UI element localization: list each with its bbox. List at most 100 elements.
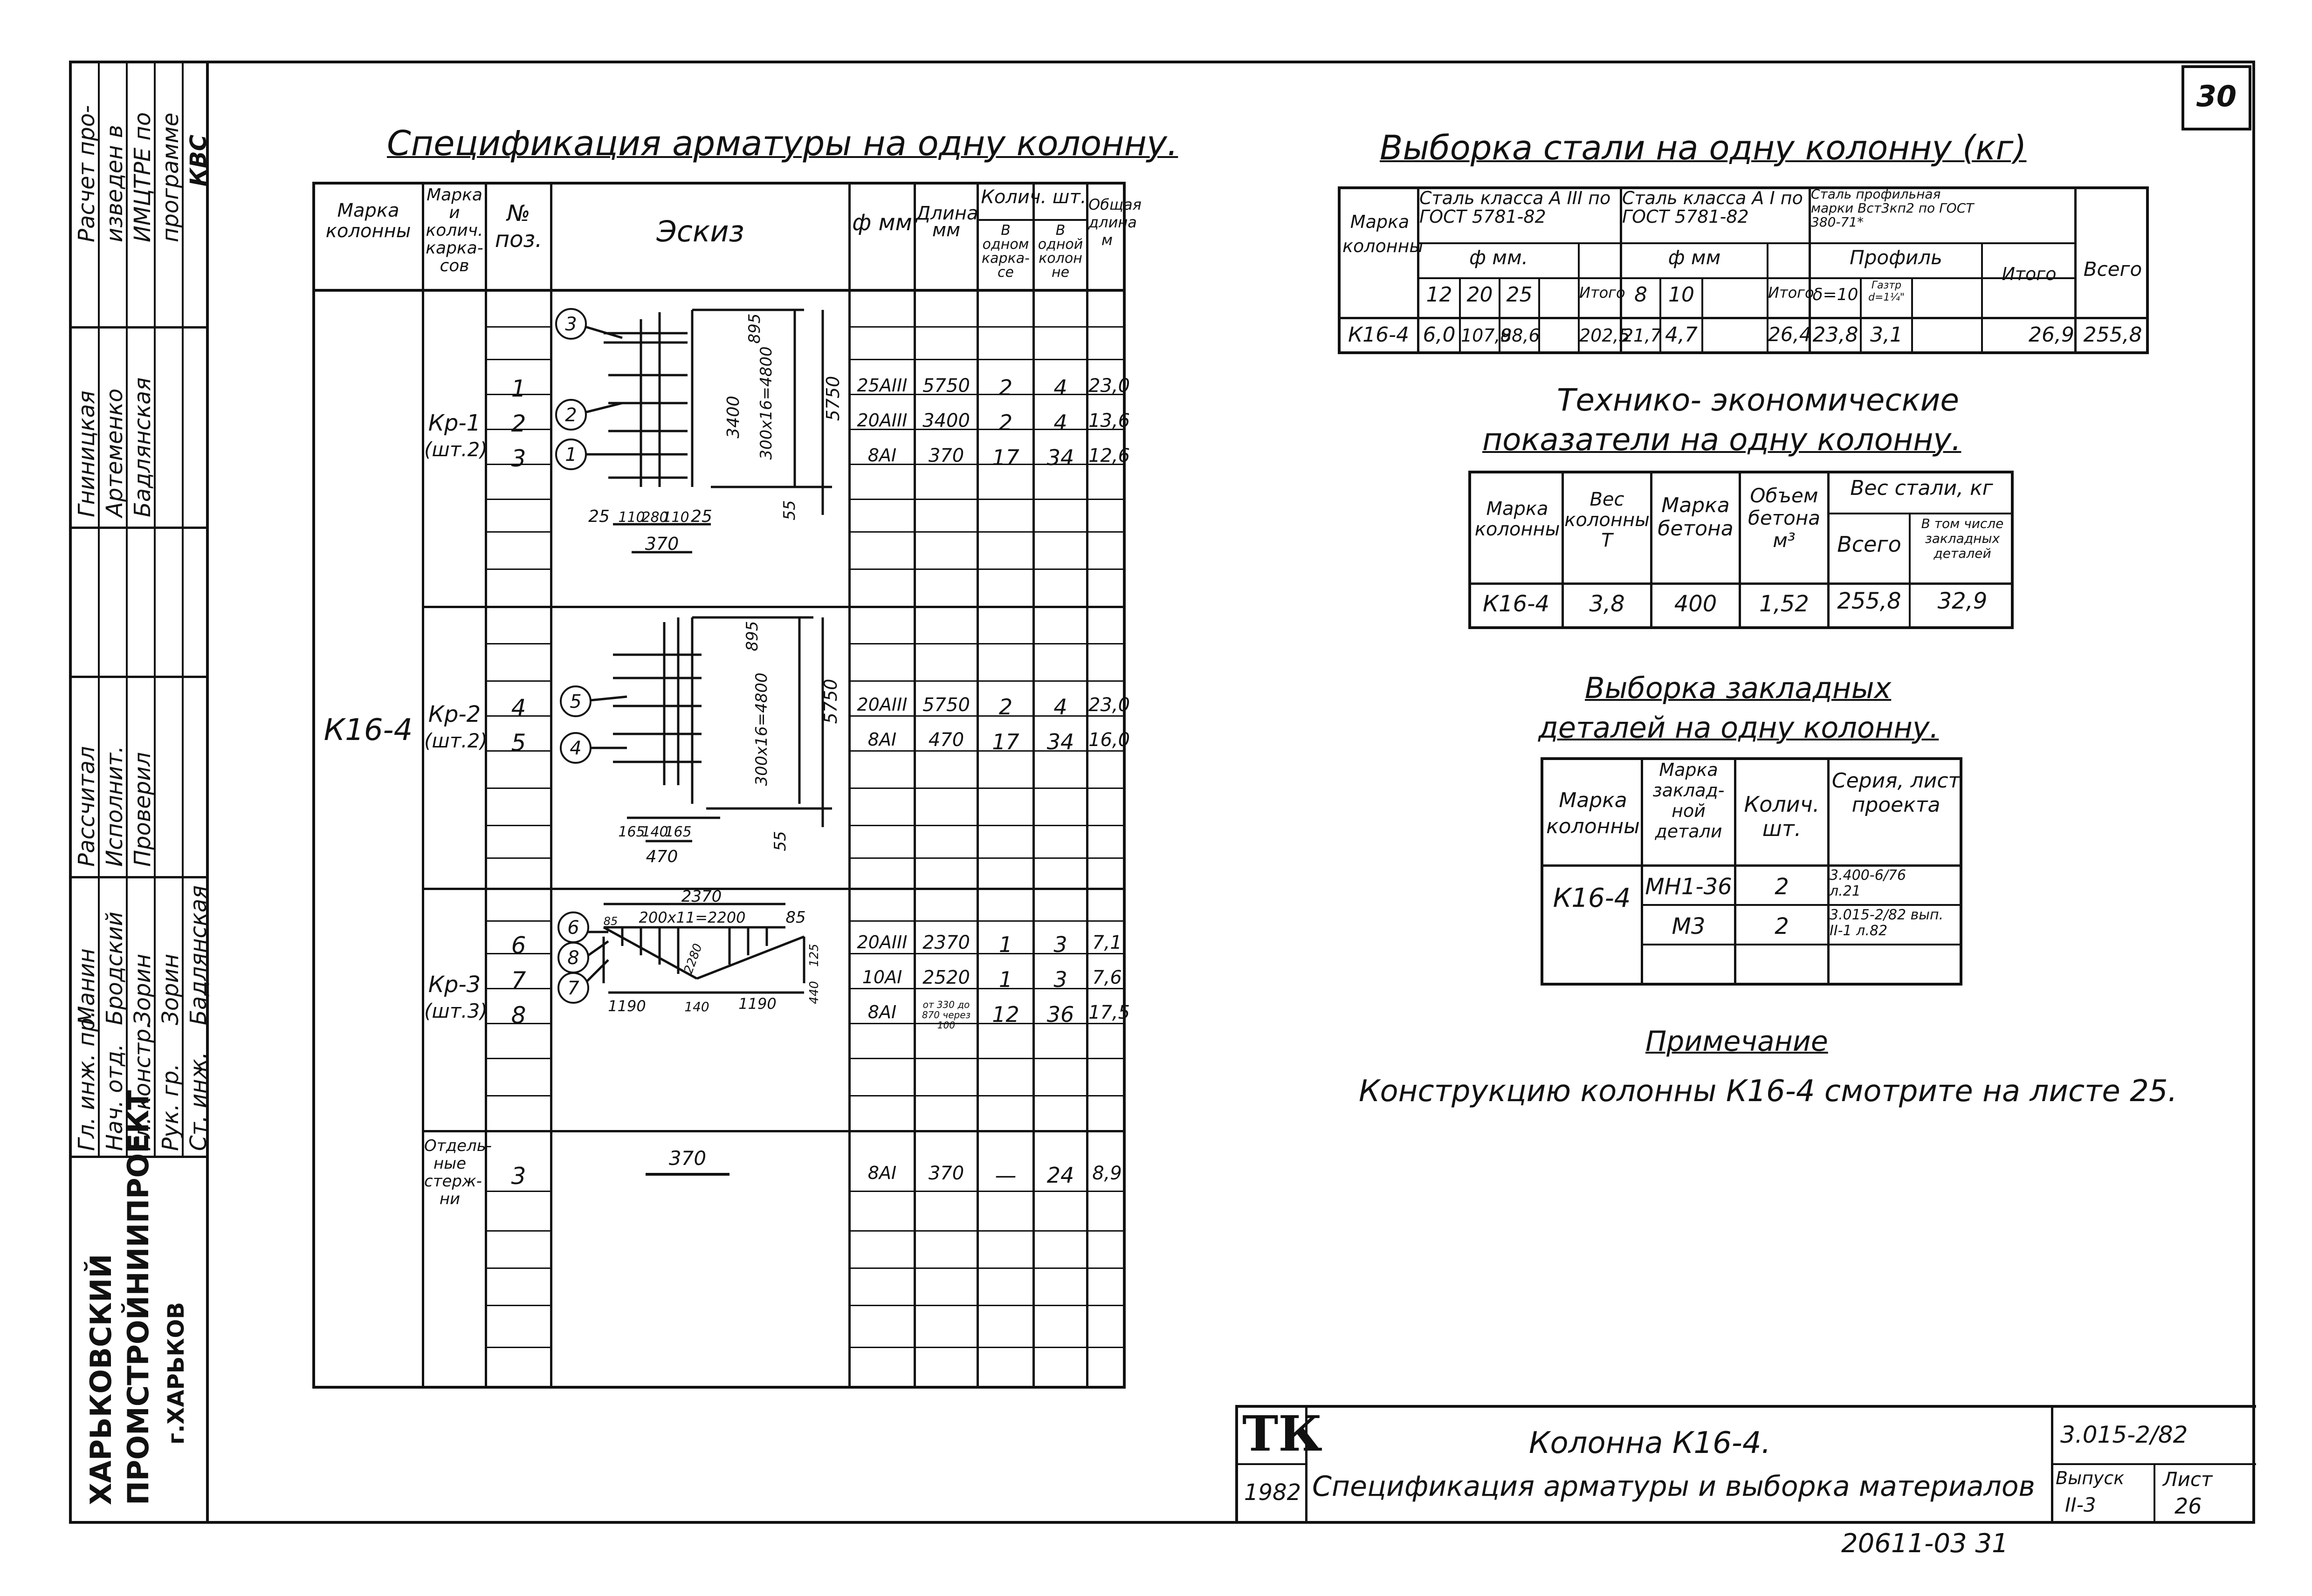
spec-row-line <box>485 1347 550 1348</box>
kr3-d5: 2280 <box>681 942 705 975</box>
spec-cell-a: 1 <box>998 967 1013 992</box>
steel-row-it3: 26,9 <box>2029 323 2074 347</box>
spec-row-line <box>848 1058 1126 1059</box>
spec-cell-b: 4 <box>1053 375 1067 400</box>
stamp-role-5: Ст. инж. <box>186 1051 212 1151</box>
spec-cell-b: 4 <box>1053 694 1067 719</box>
kr2-d1: 895 <box>743 621 762 651</box>
spec-cell-phi: 10АI <box>862 967 902 987</box>
spec-row-line <box>848 569 1126 570</box>
spec-row-line <box>485 1191 550 1192</box>
steel-row-it2: 26,4 <box>1768 323 1812 346</box>
spec-row-line <box>848 1267 1126 1269</box>
tech-h-volume: Объем бетона м³ <box>1748 484 1821 552</box>
spec-row-line <box>485 920 550 922</box>
spec-cell-total: 8,9 <box>1092 1163 1122 1184</box>
spec-cell-len: 370 <box>928 1163 964 1184</box>
spec-row-line <box>485 680 550 682</box>
spec-row-line <box>485 715 550 717</box>
spec-row-line <box>485 531 550 533</box>
steel-row-pd10: 23,8 <box>1812 323 1858 347</box>
tech-title-1: Технико- экономические <box>1557 382 1959 418</box>
titleblock-name1: Колонна К16-4. <box>1529 1426 1771 1460</box>
spec-cell-len: 5750 <box>922 694 970 716</box>
spec-cell-total: 13,6 <box>1088 410 1130 432</box>
titleblock-sheet-label: Лист <box>2163 1468 2213 1491</box>
steel-h-vsego: Всего <box>2083 258 2142 281</box>
spec-cell-a: 17 <box>992 445 1019 470</box>
spec-cell-poz: 2 <box>511 410 526 437</box>
spec-cell-poz: 4 <box>511 694 526 721</box>
kr2-d6: 140 <box>641 824 668 840</box>
tech-row-volume: 1,52 <box>1759 591 1809 617</box>
stamp-role-1: Гл. инж. пр. <box>74 1010 100 1151</box>
steel-h-itogo3: Итого <box>2002 264 2057 284</box>
steel-h-g1: Сталь класса А III по ГОСТ 5781-82 <box>1419 188 1611 227</box>
spec-row-line <box>848 1095 1126 1096</box>
stamp-note-2: изведен в <box>102 124 128 242</box>
kr3-d1: 2370 <box>681 890 722 906</box>
spec-cell-b: 4 <box>1053 410 1067 435</box>
spec-row-line <box>848 1023 1126 1024</box>
spec-h-qty-a: В одном карка- се <box>982 222 1030 281</box>
kr2-d5: 165 <box>618 824 645 840</box>
spec-row-line <box>848 643 1126 644</box>
tk-logo: ТК <box>1242 1405 1322 1462</box>
spec-row-line <box>848 1347 1126 1348</box>
steel-h-profil: Профиль <box>1850 246 1942 269</box>
sketch-kr2: 5 4 895 300x16=4800 5750 55 165 140 165 … <box>560 616 841 866</box>
stamp-role2-3-name: Бадлянская <box>130 377 156 517</box>
steel-h-25: 25 <box>1506 283 1533 307</box>
spec-cell-len: 470 <box>928 729 964 751</box>
spec-cell-len: от 330 до 870 через 100 <box>922 999 971 1031</box>
spec-h-phi: ф мм <box>852 210 912 236</box>
steel-h-mark: Марка колонны <box>1342 212 1424 256</box>
spec-row-line <box>848 326 1126 328</box>
tech-row-all: 255,8 <box>1837 588 1901 614</box>
spec-row-line <box>485 464 550 465</box>
kr1-d11: 370 <box>645 534 679 554</box>
steel-row-v20: 107,9 <box>1461 325 1512 346</box>
spec-cell-b: 34 <box>1046 729 1074 754</box>
spec-row-line <box>848 1305 1126 1306</box>
spec-h-qty: Колич. шт. <box>981 186 1087 208</box>
note-text: Конструкцию колонны К16-4 смотрите на ли… <box>1359 1074 2177 1109</box>
spec-cell-poz: 8 <box>511 1002 526 1029</box>
kr3-d7: 440 <box>807 981 821 1004</box>
titleblock-year: 1982 <box>1244 1480 1301 1506</box>
spec-row-line <box>848 750 1126 752</box>
spec-row-line <box>848 429 1126 430</box>
spec-group-kr3-mark: Кр-3 <box>428 972 481 998</box>
steel-h-g3: Сталь профильная марки Вст3кп2 по ГОСТ 3… <box>1811 186 1974 230</box>
spec-row-line <box>485 499 550 500</box>
spec-cell-a: 2 <box>998 375 1013 400</box>
steel-row-it1: 202,5 <box>1579 325 1630 346</box>
titleblock-issue-label: Выпуск <box>2056 1468 2125 1488</box>
sheet-number-box <box>2181 65 2251 130</box>
spec-h-karkas: Марка и колич. карка- сов <box>426 185 483 275</box>
spec-cell-a: 2 <box>998 410 1013 435</box>
spec-cell-a: — <box>995 1163 1017 1188</box>
spec-row-line <box>485 569 550 570</box>
kr3-d10: 1190 <box>738 995 776 1013</box>
kr1-d3: 3400 <box>724 396 743 438</box>
spec-row-line <box>485 1305 550 1306</box>
emb-title-2: деталей на одну колонну. <box>1538 711 1939 745</box>
kr1-d7: 110 <box>618 509 645 526</box>
sheet-number: 30 <box>2196 79 2237 113</box>
spec-row-line <box>485 429 550 430</box>
stamp-role-5-name: Бадлянская <box>186 885 212 1025</box>
stamp-org-1: ХАРЬКОВСКИЙ <box>84 1254 118 1505</box>
tech-h-concrete: Марка бетона <box>1658 493 1734 541</box>
svg-text:2: 2 <box>565 404 577 426</box>
steel-h-12: 12 <box>1426 283 1452 307</box>
steel-row-pg: 3,1 <box>1870 323 1903 347</box>
spec-cell-poz: 1 <box>511 375 526 402</box>
kr1-d6: 25 <box>588 507 610 526</box>
spec-cell-phi: 8АI <box>867 1002 897 1022</box>
spec-cell-len: 3400 <box>922 410 970 432</box>
spec-h-eskiz: Эскиз <box>656 214 744 248</box>
spec-cell-poz: 3 <box>511 445 526 472</box>
spec-cell-phi: 20АIII <box>857 932 908 952</box>
emb-h-emb: Марка заклад- ной детали <box>1652 760 1725 842</box>
